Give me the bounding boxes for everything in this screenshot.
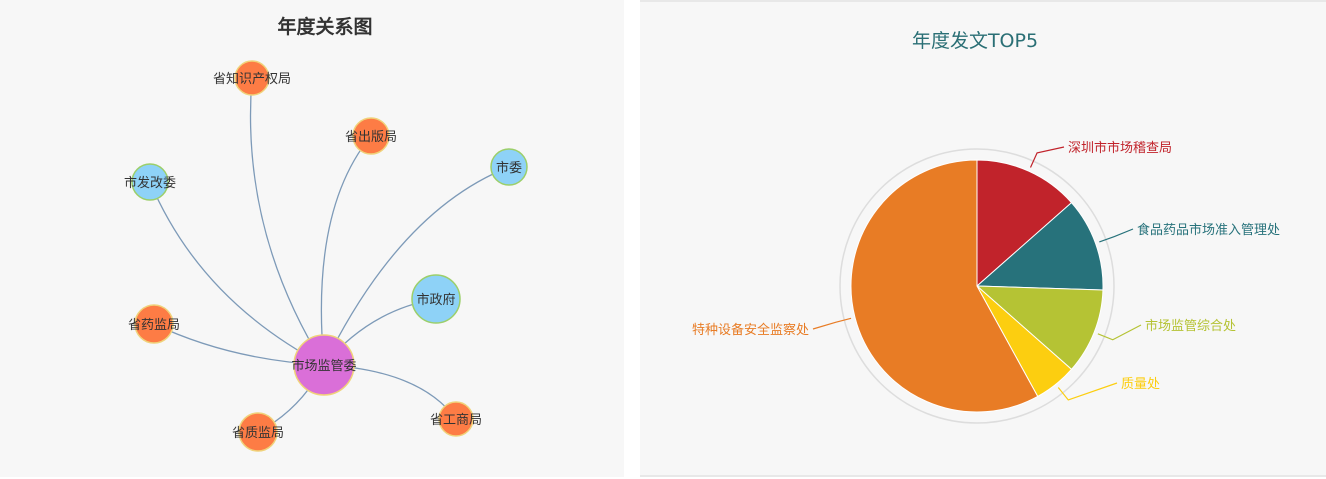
pie-label: 深圳市市场稽查局: [1068, 140, 1172, 156]
pie-label: 质量处: [1121, 377, 1160, 392]
pie-chart-title: 年度发文TOP5: [911, 30, 1039, 52]
graph-node-label: 省知识产权局: [213, 71, 291, 87]
relation-graph-panel: 年度关系图 省知识产权局省出版局市委市发改委市政府省药监局省质监局 省工商局 市场监…: [0, 0, 624, 477]
graph-node[interactable]: [293, 334, 355, 396]
pie-leader-line: [812, 317, 852, 330]
graph-node[interactable]: [238, 412, 278, 452]
graph-node[interactable]: [411, 274, 461, 324]
graph-link: [323, 166, 510, 366]
graph-node-label: 省药监局: [128, 318, 180, 333]
pie-slice[interactable]: [850, 159, 1039, 413]
pie-slices[interactable]: [850, 159, 1104, 413]
graph-node-label: 省工商局: [430, 413, 482, 428]
pie-leader-line: [1099, 228, 1134, 243]
graph-node-label: 市发改委: [124, 175, 176, 191]
graph-node[interactable]: [352, 117, 390, 155]
graph-node-label: 省出版局: [345, 130, 397, 145]
graph-node[interactable]: [438, 401, 474, 437]
pie-leader-line: [1057, 382, 1118, 401]
graph-node[interactable]: [131, 163, 169, 201]
graph-node-label: 省质监局: [232, 426, 284, 441]
pie-chart-panel: 年度发文TOP5 深圳市市场稽查局食品药品市场准入管理处市场监管综合处质量处 特种…: [640, 0, 1326, 477]
graph-link: [149, 181, 325, 366]
graph-link: [320, 135, 372, 366]
pie-slice[interactable]: [976, 159, 1073, 288]
graph-node-label: 市场监管委: [291, 358, 356, 374]
pie-leader-line: [1097, 324, 1142, 341]
graph-links: [149, 77, 510, 433]
pie-slice[interactable]: [975, 201, 1104, 291]
graph-node[interactable]: [234, 60, 270, 96]
relation-graph-title: 年度关系图: [277, 16, 373, 38]
pie-outer-ring: [839, 148, 1115, 424]
graph-node[interactable]: [490, 148, 528, 186]
graph-node-label: 市政府: [416, 292, 455, 308]
graph-node[interactable]: [134, 304, 174, 344]
pie-label: 市场监管综合处: [1145, 318, 1236, 334]
pie-leader-line: [1029, 146, 1065, 168]
pie-slice[interactable]: [975, 285, 1104, 371]
pie-label: 食品药品市场准入管理处: [1137, 222, 1280, 238]
graph-link: [249, 77, 325, 366]
graph-node-label: 市委: [496, 160, 522, 176]
pie-label: 特种设备安全监察处: [692, 322, 809, 338]
